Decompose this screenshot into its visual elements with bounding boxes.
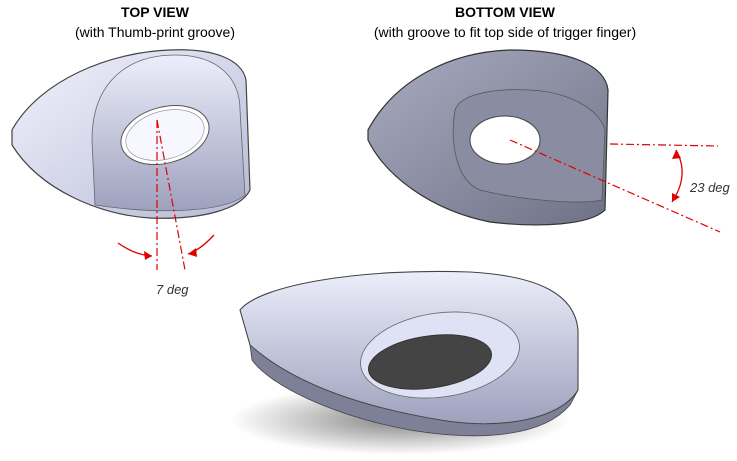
top-view-angle-label: 7 deg bbox=[156, 282, 189, 297]
top-view-angle-arrows bbox=[117, 234, 215, 260]
bottom-view-part bbox=[367, 49, 609, 226]
top-view-part bbox=[11, 49, 251, 219]
top-view-title: TOP VIEW bbox=[121, 4, 189, 20]
bottom-view-angle-label: 23 deg bbox=[690, 180, 730, 195]
top-view-subtitle: (with Thumb-print groove) bbox=[74, 24, 236, 40]
bottom-view-title: BOTTOM VIEW bbox=[454, 4, 556, 20]
top-view-axes bbox=[156, 119, 186, 271]
bottom-view-subtitle: (with groove to fit top side of trigger … bbox=[373, 24, 637, 40]
bottom-view-angle-arrow bbox=[671, 149, 683, 203]
bottom-view-axes bbox=[509, 139, 721, 233]
perspective-part bbox=[230, 270, 579, 455]
